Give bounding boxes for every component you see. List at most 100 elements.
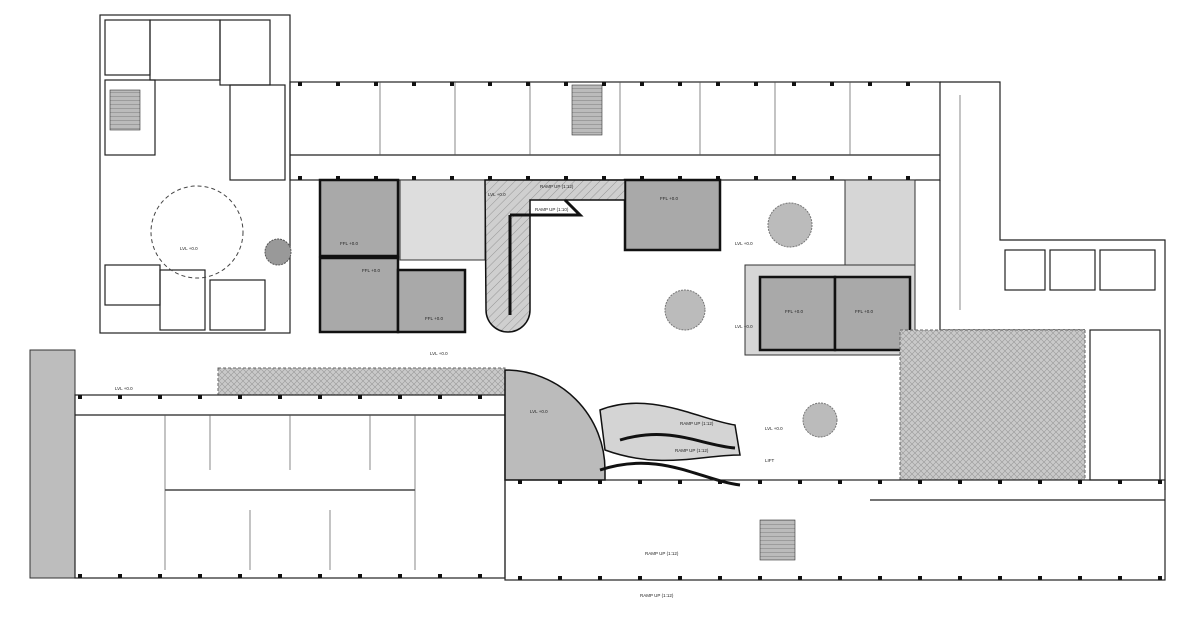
curved-ramps: LVL +0.0 RAMP UP (1:12) RAMP UP (1:12) L… (504, 369, 775, 487)
column-mark (78, 574, 82, 578)
column-mark (1118, 480, 1122, 484)
column-mark (238, 574, 242, 578)
column-mark (374, 176, 378, 180)
label-lvl-court: LVL +0.0 (735, 241, 753, 246)
tree-icon (767, 202, 813, 248)
label-room1: FFL +0.0 (340, 241, 358, 246)
label-lvl-plaza: LVL +0.0 (765, 426, 783, 431)
column-mark (958, 576, 962, 580)
label-lvl-quarter: LVL +0.0 (530, 409, 548, 414)
column-mark (526, 176, 530, 180)
column-mark (412, 82, 416, 86)
column-mark (678, 576, 682, 580)
column-mark (198, 574, 202, 578)
south-corridor: RAMP UP (1:12) RAMP UP (1:12) (504, 479, 1166, 598)
trees (264, 202, 838, 438)
label-lvl-ramp: LVL +0.0 (488, 192, 506, 197)
column-mark (918, 576, 922, 580)
column-mark (450, 82, 454, 86)
label-room3: FFL +0.0 (425, 316, 443, 321)
column-mark (640, 82, 644, 86)
circular-hall (150, 185, 244, 279)
column-mark (1158, 480, 1162, 484)
column-mark (754, 82, 758, 86)
column-mark (78, 395, 82, 399)
north-west-block: LVL +0.0 (99, 14, 291, 334)
column-mark (118, 395, 122, 399)
column-mark (918, 480, 922, 484)
column-mark (798, 576, 802, 580)
column-mark (638, 480, 642, 484)
column-mark (198, 395, 202, 399)
column-mark (564, 82, 568, 86)
label-lift: LIFT (765, 458, 775, 463)
column-mark (678, 176, 682, 180)
column-mark (412, 176, 416, 180)
column-mark (830, 82, 834, 86)
tree-icon (264, 238, 292, 266)
label-lvl-hall: LVL +0.0 (180, 246, 198, 251)
column-mark (718, 480, 722, 484)
stair-core (399, 179, 486, 261)
column-mark (1038, 576, 1042, 580)
tree-icon (802, 402, 838, 438)
column-mark (358, 395, 362, 399)
label-ramp-1-12: RAMP UP (1:12) (540, 184, 574, 189)
column-mark (906, 82, 910, 86)
column-mark (602, 176, 606, 180)
label-lvl-right: LVL +0.0 (735, 324, 753, 329)
column-mark (792, 176, 796, 180)
column-mark (278, 574, 282, 578)
column-mark (958, 480, 962, 484)
column-mark (640, 176, 644, 180)
column-mark (868, 176, 872, 180)
column-mark (278, 395, 282, 399)
column-mark (718, 576, 722, 580)
column-mark (438, 395, 442, 399)
column-mark (838, 480, 842, 484)
label-lvl-left: LVL +0.0 (115, 386, 133, 391)
column-mark (1118, 576, 1122, 580)
column-mark (336, 176, 340, 180)
column-mark (1078, 480, 1082, 484)
label-ramp-curve-a: RAMP UP (1:12) (680, 421, 714, 426)
paved-plaza (899, 329, 1086, 481)
column-mark (336, 82, 340, 86)
label-room4: FFL +0.0 (660, 196, 678, 201)
column-mark (238, 395, 242, 399)
column-mark (518, 576, 522, 580)
column-mark (798, 480, 802, 484)
column-mark (318, 395, 322, 399)
column-mark (598, 480, 602, 484)
column-mark (998, 480, 1002, 484)
label-ramp-bottom-b: RAMP UP (1:12) (640, 593, 674, 598)
column-mark (638, 576, 642, 580)
column-mark (398, 574, 402, 578)
column-mark (558, 576, 562, 580)
column-mark (518, 480, 522, 484)
column-mark (906, 176, 910, 180)
column-mark (488, 176, 492, 180)
column-mark (558, 480, 562, 484)
column-mark (158, 574, 162, 578)
column-mark (478, 395, 482, 399)
label-room5: FFL +0.0 (785, 309, 803, 314)
column-mark (602, 82, 606, 86)
column-mark (450, 176, 454, 180)
column-mark (118, 574, 122, 578)
column-mark (758, 480, 762, 484)
label-room2: FFL +0.0 (362, 268, 380, 273)
column-mark (716, 82, 720, 86)
column-mark (998, 576, 1002, 580)
column-mark (1078, 576, 1082, 580)
label-ramp-1-10: RAMP UP (1:10) (535, 207, 569, 212)
column-mark (678, 480, 682, 484)
grey-rooms: FFL +0.0 FFL +0.0 FFL +0.0 FFL +0.0 FFL … (318, 178, 916, 356)
column-mark (1038, 480, 1042, 484)
column-mark (830, 176, 834, 180)
label-ramp-curve-b: RAMP UP (1:12) (675, 448, 709, 453)
column-mark (1158, 576, 1162, 580)
column-mark (838, 576, 842, 580)
tree-icon (664, 289, 706, 331)
